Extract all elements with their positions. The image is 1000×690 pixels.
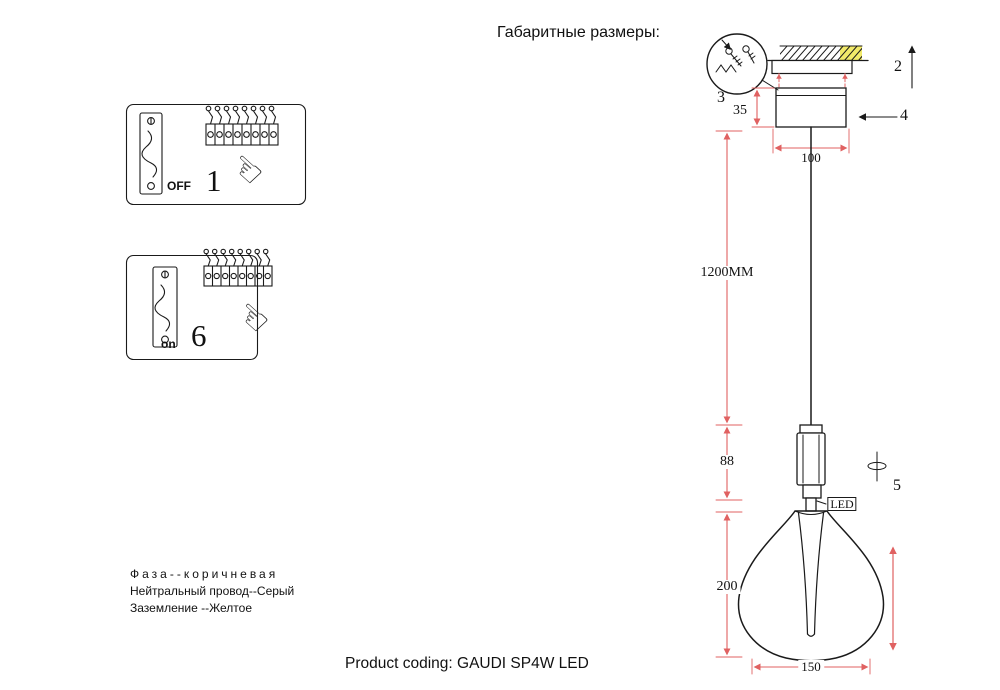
page-title: Габаритные размеры:	[497, 24, 660, 41]
mounting-plate	[771, 59, 853, 88]
ceiling-hatch	[767, 45, 869, 62]
dim-canopy-width-label: 100	[801, 150, 821, 165]
lamp-shade	[737, 510, 885, 662]
dim-2-label: 2	[894, 58, 902, 75]
led-label: LED	[827, 497, 857, 511]
instruction-box-2	[125, 248, 273, 361]
detail-circle	[706, 33, 779, 95]
switch-off-label: OFF	[167, 179, 191, 193]
dim-cable-length-label: 1200MM	[697, 266, 757, 280]
switch-icon	[152, 266, 178, 348]
led-driver	[796, 424, 827, 512]
screw-icon	[725, 47, 743, 67]
wire-phase-label: Фаза--коричневая	[130, 567, 279, 581]
wire-neutral-label: Нейтральный провод--Серый	[130, 584, 295, 598]
dim-shade-width-label: 150	[798, 660, 824, 673]
canopy	[775, 87, 847, 128]
dim-3-label: 3	[717, 89, 725, 106]
wiring-legend: Фаза--коричневая Нейтральный провод--Сер…	[130, 566, 294, 617]
screw-icon	[742, 45, 756, 64]
step-1-number: 1	[206, 163, 222, 198]
dim-canopy-height	[751, 87, 775, 128]
instruction-box-1	[125, 103, 307, 206]
terminal-block-icon	[205, 105, 279, 146]
dim-5-label: 5	[893, 477, 901, 494]
switch-icon	[139, 112, 163, 195]
dim-4-label: 4	[900, 107, 908, 124]
spring-wire-icon	[715, 64, 737, 73]
dim-canopy-height-label: 35	[733, 103, 747, 118]
wire-ground-label: Заземление --Желтое	[130, 601, 253, 615]
product-coding: Product coding: GAUDI SP4W LED	[345, 655, 589, 672]
switch-on-label: on	[161, 337, 176, 351]
terminal-block-icon	[203, 248, 273, 287]
rotation-symbol	[867, 451, 887, 482]
dim-shade-height-label: 200	[713, 580, 741, 594]
dim-driver-height-label: 88	[717, 455, 737, 469]
step-6-number: 6	[191, 318, 207, 353]
